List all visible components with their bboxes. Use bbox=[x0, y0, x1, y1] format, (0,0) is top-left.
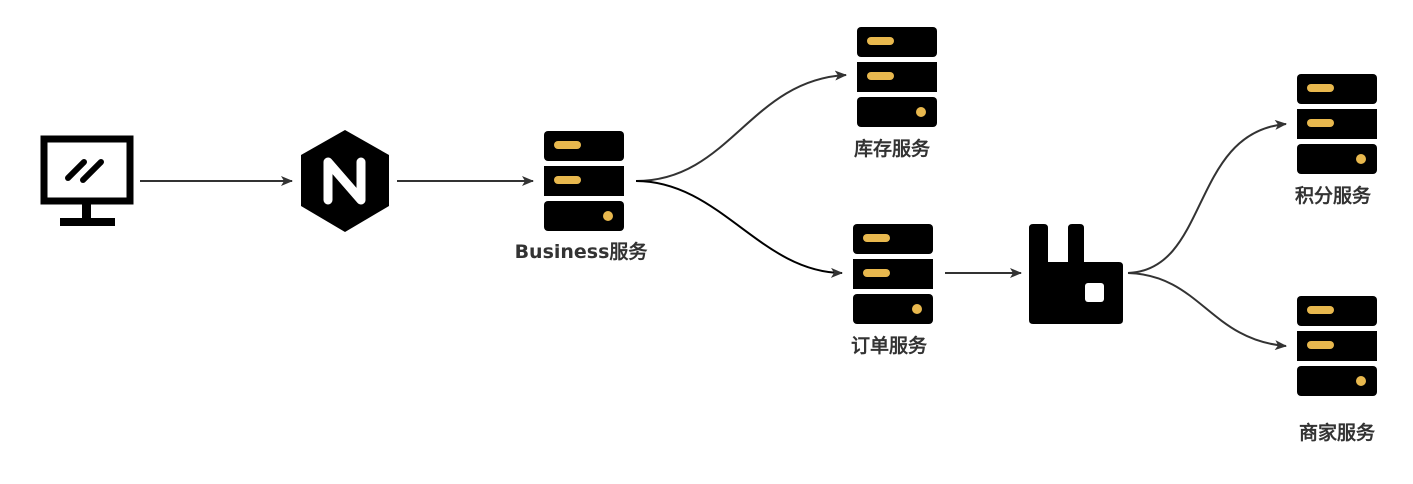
server-icon-merchant bbox=[1297, 296, 1377, 396]
inventory-service-label: 库存服务 bbox=[853, 138, 931, 160]
server-icon-business bbox=[544, 131, 624, 231]
order-service-label: 订单服务 bbox=[850, 335, 928, 357]
server-icon-inventory bbox=[857, 27, 937, 127]
points-service-label: 积分服务 bbox=[1294, 185, 1372, 207]
rabbitmq-icon bbox=[1029, 224, 1123, 324]
edge-mq-to-points bbox=[1127, 119, 1287, 274]
monitor-icon bbox=[40, 135, 134, 226]
business-service-label: Business服务 bbox=[514, 241, 648, 263]
merchant-service-label: 商家服务 bbox=[1298, 422, 1376, 444]
edge-business-to-order bbox=[635, 180, 843, 278]
nginx-icon bbox=[301, 130, 389, 232]
server-icon-points bbox=[1297, 74, 1377, 174]
edge-business-to-inventory bbox=[635, 70, 847, 182]
connectors bbox=[140, 70, 1287, 351]
edge-mq-to-merchant bbox=[1127, 272, 1287, 351]
server-icon-order bbox=[853, 224, 933, 324]
